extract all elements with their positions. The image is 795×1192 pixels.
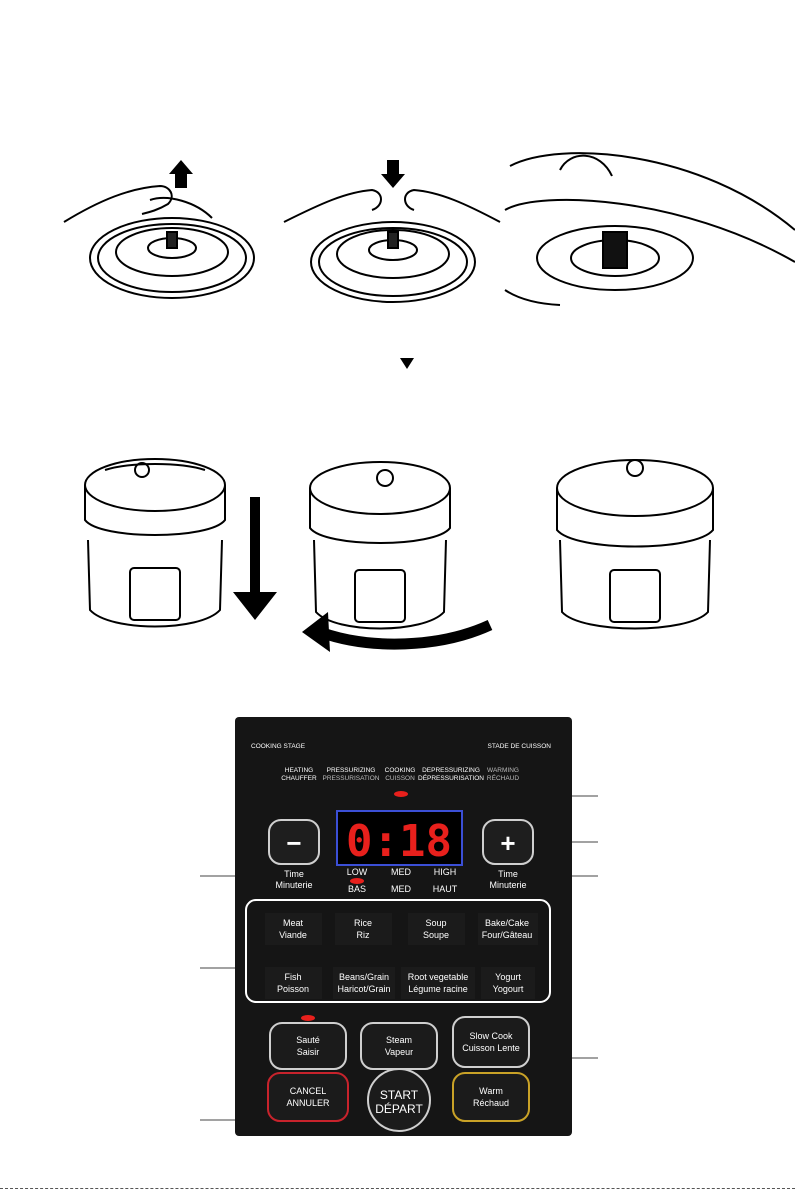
svg-text:Poisson: Poisson (277, 984, 309, 994)
time-plus-label-fr: Minuterie (489, 880, 526, 890)
rotate-arrow-head-icon (302, 612, 330, 652)
svg-text:ANNULER: ANNULER (286, 1098, 330, 1108)
time-plus-button[interactable]: + (482, 819, 534, 865)
svg-text:Beans/Grain: Beans/Grain (339, 972, 389, 982)
svg-text:START: START (380, 1088, 419, 1102)
svg-text:DÉPART: DÉPART (375, 1101, 423, 1116)
svg-text:Réchaud: Réchaud (473, 1098, 509, 1108)
cooker-closed-illustration (556, 459, 714, 630)
lid-removal-illustration (63, 184, 255, 299)
program-beans-grain[interactable]: Beans/Grain Haricot/Grain (333, 967, 395, 999)
svg-text:Yogurt: Yogurt (495, 972, 521, 982)
cancel-button[interactable]: CANCEL ANNULER (267, 1072, 349, 1122)
steam-button[interactable]: Steam Vapeur (360, 1022, 438, 1070)
pressure-med[interactable]: MED (391, 867, 412, 877)
stage-heating-fr: CHAUFFER (281, 775, 317, 782)
stage-heating: HEATING (285, 767, 313, 774)
stage-cooking-fr: CUISSON (385, 775, 415, 782)
stage-depressurizing-fr: DÉPRESSURISATION (418, 773, 484, 782)
pressure-med-fr: MED (391, 884, 412, 894)
stage-pressurizing: PRESSURIZING (327, 767, 376, 774)
stage-warming: WARMING (487, 767, 519, 774)
pressure-indicator-led (350, 878, 364, 884)
arrow-up-icon (169, 160, 193, 188)
program-bake-cake[interactable]: Bake/Cake Four/Gâteau (478, 913, 538, 945)
svg-text:Cuisson Lente: Cuisson Lente (462, 1043, 520, 1053)
svg-text:CANCEL: CANCEL (290, 1086, 327, 1096)
program-soup[interactable]: Soup Soupe (408, 913, 465, 945)
lid-illustrations (63, 152, 795, 652)
stage-labels: HEATING CHAUFFER PRESSURIZING PRESSURISA… (281, 767, 519, 782)
rotate-arrow-icon (318, 619, 493, 650)
control-panel: COOKING STAGE STADE DE CUISSON HEATING C… (235, 717, 572, 1136)
svg-text:Haricot/Grain: Haricot/Grain (337, 984, 390, 994)
svg-text:Root vegetable: Root vegetable (408, 972, 469, 982)
arrow-down-large-head-icon (233, 592, 277, 620)
svg-text:Sauté: Sauté (296, 1035, 320, 1045)
pressure-low-fr: BAS (348, 884, 366, 894)
pressure-high-fr: HAUT (433, 884, 458, 894)
triangle-down-icon (400, 358, 414, 369)
svg-text:Meat: Meat (283, 918, 304, 928)
svg-text:Slow Cook: Slow Cook (469, 1031, 513, 1041)
saute-indicator-led (301, 1015, 315, 1021)
pressure-high[interactable]: HIGH (434, 867, 457, 877)
program-rice[interactable]: Rice Riz (335, 913, 392, 945)
cut-line (0, 1188, 795, 1189)
lid-press-illustration (283, 188, 501, 303)
minus-icon: − (286, 828, 301, 858)
time-minus-label-fr: Minuterie (275, 880, 312, 890)
cooking-stage-label-fr: STADE DE CUISSON (488, 743, 552, 750)
stage-pressurizing-fr: PRESSURISATION (323, 775, 380, 782)
arrow-down-large-icon (250, 497, 260, 592)
pressure-low[interactable]: LOW (347, 867, 368, 877)
svg-text:Warm: Warm (479, 1086, 503, 1096)
svg-text:Viande: Viande (279, 930, 307, 940)
svg-text:Bake/Cake: Bake/Cake (485, 918, 529, 928)
svg-text:Rice: Rice (354, 918, 372, 928)
program-meat[interactable]: Meat Viande (265, 913, 322, 945)
warm-button[interactable]: Warm Réchaud (452, 1072, 530, 1122)
cooker-lid-lowering-illustration (84, 458, 226, 628)
program-yogurt[interactable]: Yogurt Yogourt (481, 967, 535, 999)
svg-text:Four/Gâteau: Four/Gâteau (482, 930, 533, 940)
program-fish[interactable]: Fish Poisson (265, 967, 322, 999)
svg-text:Saisir: Saisir (297, 1047, 320, 1057)
time-minus-button[interactable]: − (268, 819, 320, 865)
slow-cook-button[interactable]: Slow Cook Cuisson Lente (452, 1016, 530, 1068)
svg-text:Soupe: Soupe (423, 930, 449, 940)
time-minus-label: Time (284, 869, 304, 879)
svg-text:Steam: Steam (386, 1035, 412, 1045)
time-display-value: 0:18 (346, 816, 452, 867)
plus-icon: + (500, 828, 515, 858)
lid-closeup-illustration (504, 152, 795, 306)
svg-text:Légume racine: Légume racine (408, 984, 468, 994)
cooker-lid-rotate-illustration (309, 461, 451, 630)
programs-panel (245, 899, 551, 1003)
svg-text:Soup: Soup (425, 918, 446, 928)
stage-depressurizing: DEPRESSURIZING (422, 767, 480, 774)
svg-text:Yogourt: Yogourt (493, 984, 524, 994)
start-button[interactable]: START DÉPART (367, 1068, 431, 1132)
svg-text:Fish: Fish (284, 972, 301, 982)
time-plus-label: Time (498, 869, 518, 879)
time-display (336, 810, 463, 866)
cooking-stage-label: COOKING STAGE (251, 743, 306, 750)
saute-button[interactable]: Sauté Saisir (269, 1022, 347, 1070)
stage-indicator-led (394, 791, 408, 797)
svg-text:Vapeur: Vapeur (385, 1047, 413, 1057)
stage-cooking: COOKING (385, 767, 416, 774)
program-root-vegetable[interactable]: Root vegetable Légume racine (401, 967, 475, 999)
svg-text:Riz: Riz (357, 930, 370, 940)
arrow-down-icon (381, 160, 405, 188)
stage-warming-fr: RÉCHAUD (487, 773, 519, 782)
